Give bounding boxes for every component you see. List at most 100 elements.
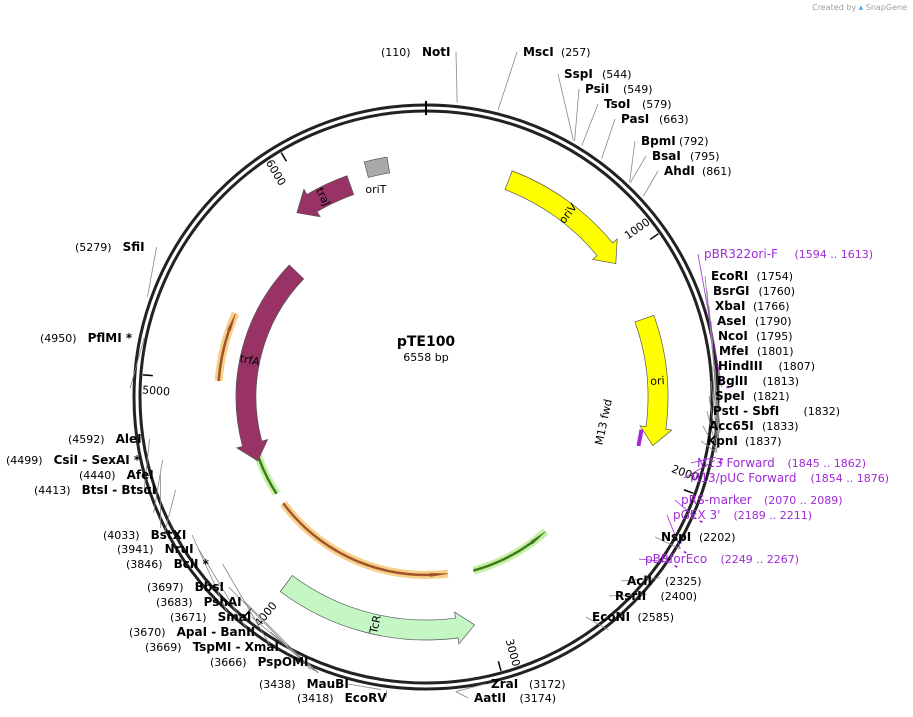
site-position: (2585) [638,611,675,624]
feature-trfa: trfA [235,264,305,462]
site-name: AfeI [127,468,154,482]
feature-label-orit: oriT [365,183,386,196]
enzyme-site-bsai[interactable]: BsaI(795) [652,149,720,163]
leader-line-psti-sbfi [706,410,718,452]
site-name: SpeI [715,389,745,403]
enzyme-site-bstxi[interactable]: (4033)BstXI [103,528,186,542]
site-name: BpmI [641,134,676,148]
primer-m13-forward[interactable]: M13 Forward(1845 .. 1862) [697,456,866,470]
site-name: pGEX 3' [673,508,720,522]
enzyme-site-ecori[interactable]: EcoRI(1754) [711,269,793,283]
tick-label-1000: 1000 [622,216,652,243]
enzyme-site-maubi[interactable]: (3438)MauBI [259,677,349,691]
enzyme-site-alei[interactable]: (4592)AleI [68,432,142,446]
leader-line-m13-forward [690,456,716,464]
leader-line-aatii [455,691,469,699]
enzyme-site-apai-banii[interactable]: (3670)ApaI - BanII [129,625,255,639]
enzyme-site-aatii[interactable]: AatII(3174) [474,691,556,705]
enzyme-site-ncoi[interactable]: NcoI(1795) [718,329,793,343]
enzyme-site-acc65i[interactable]: Acc65I(1833) [709,419,799,433]
enzyme-site-nspi[interactable]: NspI(2202) [661,530,736,544]
enzyme-site-acli[interactable]: AclI(2325) [627,574,702,588]
enzyme-site-bbsi[interactable]: (3697)BbsI [147,580,224,594]
enzyme-site-ecorv[interactable]: (3418)EcoRV [297,691,387,705]
enzyme-site-ahdi[interactable]: AhdI(861) [664,164,732,178]
leader-line-spei [708,395,718,449]
site-name: NotI [422,45,451,59]
enzyme-site-kpni[interactable]: KpnI(1837) [707,434,782,448]
leader-line-sspi [557,73,574,141]
site-position: (4950) [40,332,77,345]
leader-line-pbr322ori-f [697,253,723,387]
leader-line-psii [574,88,580,142]
primer-prs-marker[interactable]: pRS-marker(2070 .. 2089) [681,493,843,507]
enzyme-site-tsoi[interactable]: TsoI(579) [604,97,672,111]
credit-prefix: Created by [812,3,857,12]
enzyme-site-pshai[interactable]: (3683)PshAI [156,595,242,609]
feature-shape-orit [363,156,391,178]
site-name: NcoI [718,329,748,343]
feature-oriv: oriV [504,170,618,264]
enzyme-site-psti-sbfi[interactable]: PstI - SbfI(1832) [713,404,840,418]
site-position: (110) [381,46,411,59]
site-position: (1854 .. 1876) [811,472,890,485]
m13-fwd-primer-arrow [636,429,644,447]
site-name: NspI [661,530,691,544]
primer-pbr322ori-f[interactable]: pBR322ori-F(1594 .. 1613) [704,247,873,261]
enzyme-site-xbai[interactable]: XbaI(1766) [715,299,790,313]
site-position: (579) [642,98,672,111]
leader-line-pspomi [306,661,320,674]
enzyme-site-rsrii[interactable]: RsrII(2400) [615,589,697,603]
enzyme-site-econi[interactable]: EcoNI(2585) [592,610,674,624]
enzyme-site-hindiii[interactable]: HindIII(1807) [718,359,815,373]
primer-m13-puc-forward[interactable]: M13/pUC Forward(1854 .. 1876) [690,471,889,485]
leader-line-bpmi [629,140,636,183]
enzyme-site-sspi[interactable]: SspI(544) [564,67,632,81]
leader-line-nrui [198,548,251,636]
enzyme-site-tspmi-xmai[interactable]: (3669)TspMI - XmaI [145,640,279,654]
site-position: (4033) [103,529,140,542]
enzyme-site-pasi[interactable]: PasI(663) [621,112,689,126]
leader-line-ecorv [385,690,388,699]
site-name: BsaI [652,149,681,163]
credit-brand: SnapGene [865,3,907,12]
enzyme-site-psii[interactable]: PsiI (549) [585,82,653,96]
leader-line-bglii [710,380,719,447]
enzyme-site-spei[interactable]: SpeI(1821) [715,389,790,403]
site-name: BsrGI [713,284,750,298]
site-position: (5279) [75,241,112,254]
tick-label-5000: 5000 [142,383,171,398]
enzyme-site-csii-sexai[interactable]: (4499)CsiI - SexAI * [6,453,141,467]
enzyme-site-sfii[interactable]: (5279)SfiI [75,240,145,254]
site-name: AatII [474,691,506,705]
enzyme-site-smai[interactable]: (3671)SmaI [170,610,251,624]
enzyme-site-pflmi[interactable]: (4950)PflMI * [40,331,133,345]
enzyme-site-msci[interactable]: MscI(257) [523,45,591,59]
site-position: (861) [702,165,732,178]
primer-pbrforeco[interactable]: pBRforEco(2249 .. 2267) [645,552,799,566]
primer-site-mark [683,550,687,554]
tick-mark-1000 [649,233,659,241]
site-name: PsiI [585,82,609,96]
leader-line-bcli [222,563,274,651]
site-position: (1807) [779,360,816,373]
leader-line-alei [143,438,150,489]
enzyme-site-btsi-bts-i[interactable]: (4413)BtsI - BtsαI [34,483,156,497]
enzyme-site-mfei[interactable]: MfeI(1801) [719,344,794,358]
enzyme-site-bglii[interactable]: BglII(1813) [717,374,799,388]
leader-line-m13-puc-forward [683,460,716,479]
site-position: (549) [623,83,653,96]
enzyme-site-pspomi[interactable]: (3666)PspOMI [210,655,309,669]
enzyme-site-bsrgi[interactable]: BsrGI(1760) [713,284,795,298]
enzyme-site-asei[interactable]: AseI(1790) [717,314,792,328]
enzyme-site-afei[interactable]: (4440)AfeI [79,468,154,482]
enzyme-site-bpmi[interactable]: BpmI(792) [641,134,709,148]
enzyme-site-bcli[interactable]: (3846)BclI * [126,557,210,571]
plasmid-length: 6558 bp [403,351,448,364]
enzyme-site-noti[interactable]: (110) NotI [381,45,451,59]
enzyme-site-nrui[interactable]: (3941)NruI [117,542,194,556]
enzyme-site-zrai[interactable]: ZraI(3172) [491,677,566,691]
orf-arc [472,531,546,572]
primer-pgex-3[interactable]: pGEX 3'(2189 .. 2211) [673,508,812,522]
